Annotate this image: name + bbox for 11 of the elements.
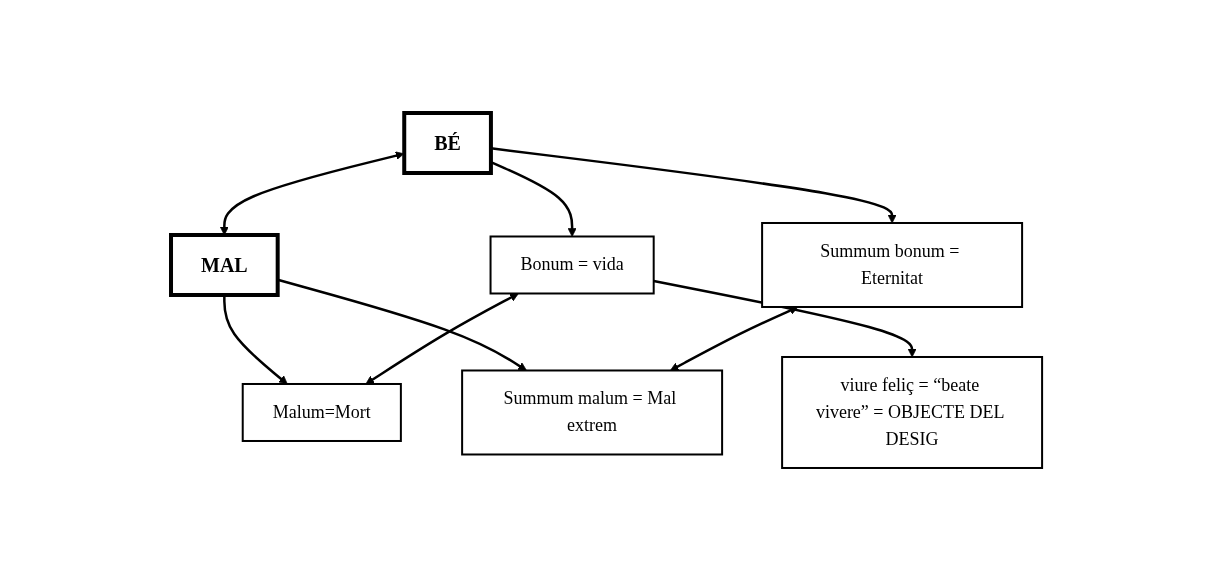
node-box: Summum malum = Mal extrem	[461, 369, 724, 455]
node-box: Summum bonum = Eternitat	[761, 221, 1024, 308]
node-box: Malum=Mort	[241, 382, 402, 442]
arrow	[223, 294, 288, 384]
node-box: BÉ	[402, 110, 493, 175]
arrow	[669, 305, 799, 371]
arrow	[653, 279, 917, 357]
node-box: MAL	[168, 232, 280, 297]
node-box: viure feliç = “beate vivere” = OBJECTE DEL DESIG	[781, 355, 1044, 469]
node-box: Bonum = vida	[489, 235, 655, 294]
arrow	[365, 292, 519, 384]
